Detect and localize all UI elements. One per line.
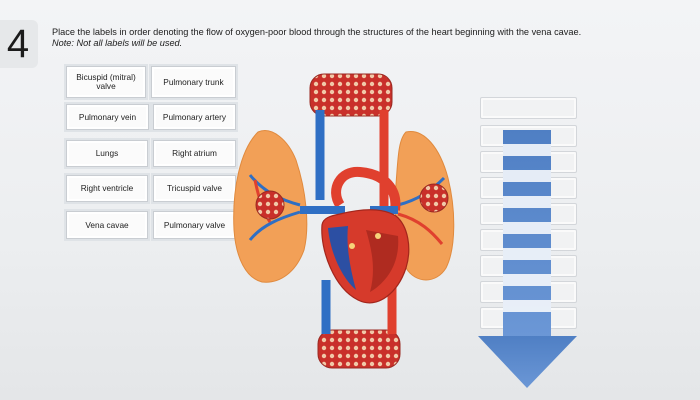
instruction-note: Note: Not all labels will be used. <box>52 38 183 48</box>
label-vena-cavae[interactable]: Vena cavae <box>66 211 148 239</box>
label-pulmonary-vein[interactable]: Pulmonary vein <box>66 104 149 130</box>
label-right-ventricle[interactable]: Right ventricle <box>66 175 148 202</box>
label-bicuspid-valve[interactable]: Bicuspid (mitral) valve <box>66 66 146 98</box>
label-right-atrium[interactable]: Right atrium <box>153 140 236 167</box>
label-lungs[interactable]: Lungs <box>66 140 148 167</box>
drop-zone-1[interactable] <box>480 97 577 119</box>
instruction-text: Place the labels in order denoting the f… <box>52 27 582 37</box>
question-number: 4 <box>0 20 38 68</box>
label-pulmonary-valve[interactable]: Pulmonary valve <box>153 211 236 239</box>
label-pulmonary-trunk[interactable]: Pulmonary trunk <box>151 66 236 98</box>
label-tricuspid-valve[interactable]: Tricuspid valve <box>153 175 236 202</box>
flow-down-arrow-icon <box>478 130 577 388</box>
instructions: Place the labels in order denoting the f… <box>52 27 692 48</box>
label-pulmonary-artery[interactable]: Pulmonary artery <box>153 104 236 130</box>
